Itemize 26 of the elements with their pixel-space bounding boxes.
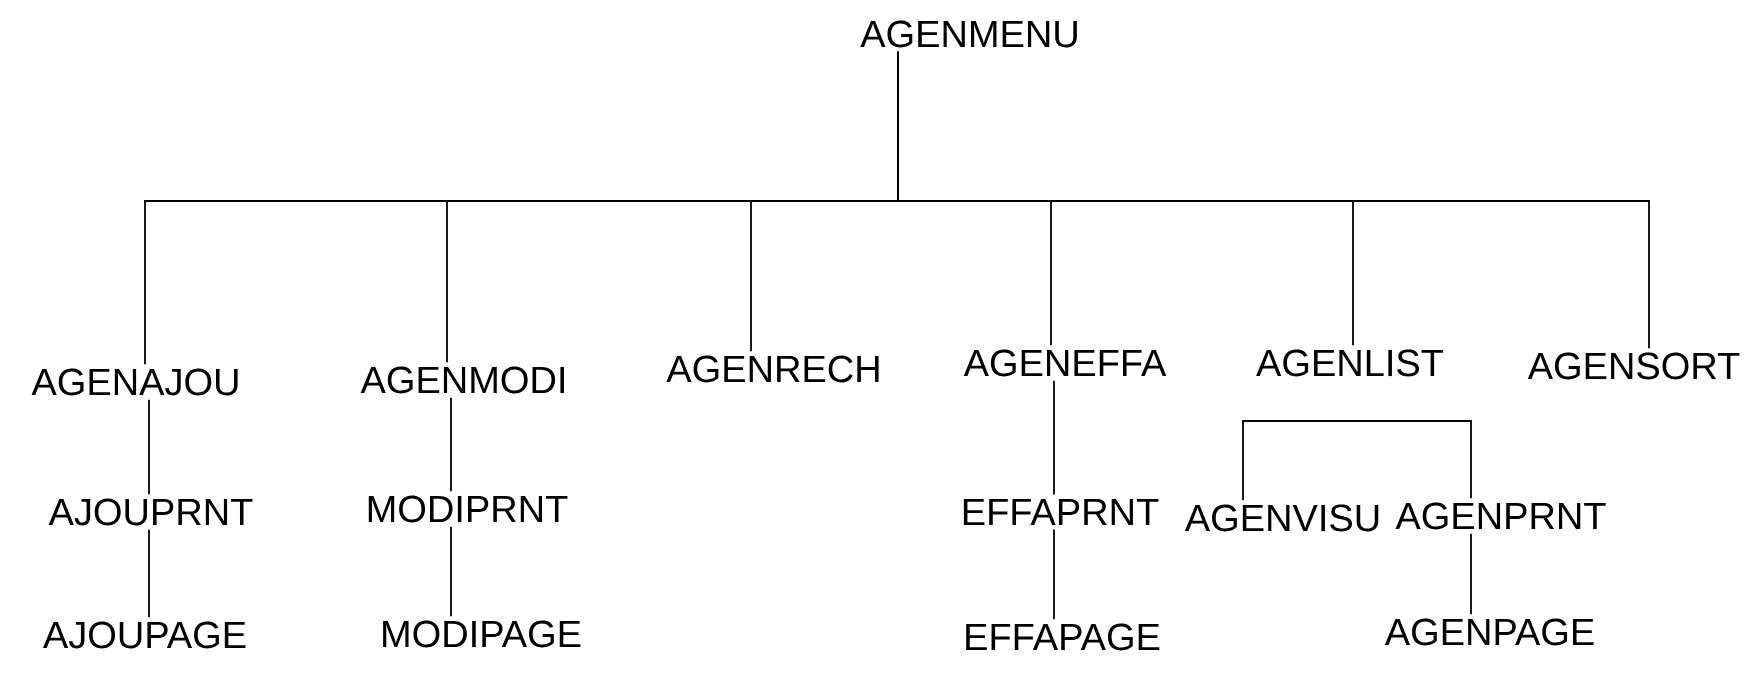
module-label: AGENAJOU xyxy=(31,368,238,396)
connector-line xyxy=(1242,420,1351,502)
module-label: AGENSORT xyxy=(1527,352,1740,380)
module-label: MODIPRNT xyxy=(368,495,568,523)
connector-line xyxy=(897,50,1650,350)
module-label: AGENMENU xyxy=(860,20,1077,48)
module-label: EFFAPRNT xyxy=(963,498,1159,526)
connector-line xyxy=(148,398,150,496)
connector-line xyxy=(1349,420,1472,500)
module-label: AGENRECH xyxy=(666,355,879,383)
connector-line xyxy=(1470,532,1472,616)
connector-line xyxy=(450,396,452,493)
module-label: AGENPRNT xyxy=(1395,502,1606,530)
module-label: MODIPAGE xyxy=(383,620,581,648)
module-label: AGENPAGE xyxy=(1384,618,1594,646)
connector-line xyxy=(148,528,150,619)
connector-line xyxy=(1053,528,1055,621)
module-label: AGENVISU xyxy=(1184,504,1379,532)
module-label: AGENEFFA xyxy=(963,349,1167,377)
module-label: AGENMODI xyxy=(360,366,564,394)
module-label: AJOUPRNT xyxy=(48,498,253,526)
connector-line xyxy=(1053,379,1055,496)
module-label: AJOUPAGE xyxy=(43,621,246,649)
module-label: AGENLIST xyxy=(1256,349,1444,377)
connector-line xyxy=(450,525,452,618)
module-label: EFFAPAGE xyxy=(966,623,1160,651)
